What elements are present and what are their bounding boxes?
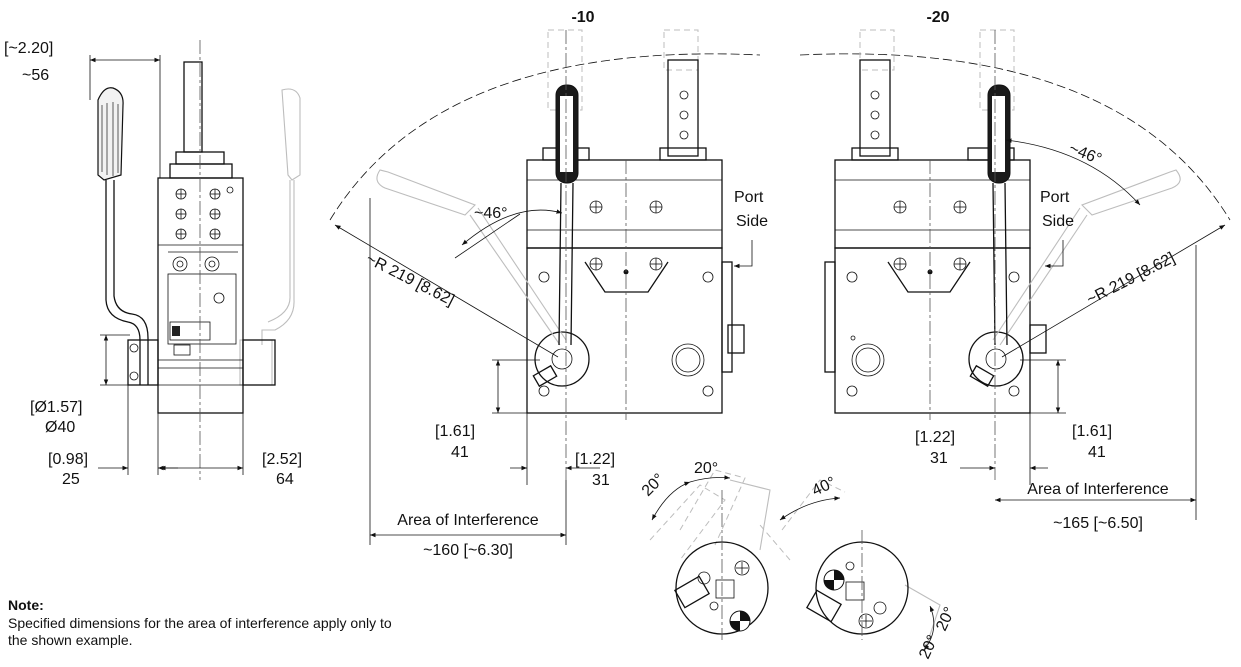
view-20-offset-mm: 31 (930, 450, 948, 467)
side-width-in: [2.52] (262, 451, 302, 468)
view-10-height-mm: 41 (451, 444, 469, 461)
view-10-port-line2: Side (736, 213, 768, 230)
detail-b-angle-3: 20° (916, 633, 942, 662)
detail-b-angle-1: 40° (810, 474, 839, 500)
view-20-port-line2: Side (1042, 213, 1074, 230)
detail-b-angle-2: 20° (933, 605, 959, 634)
view-20-area-value: ~165 [~6.50] (1053, 515, 1143, 532)
view-20-radius: ~R 219 [8.62] (1084, 250, 1178, 309)
side-bore-mm: Ø40 (45, 419, 75, 436)
side-shaft-mm: 25 (62, 471, 80, 488)
note-title: Note: (8, 597, 44, 613)
side-handle-offset-in: [~2.20] (4, 40, 53, 57)
view-20-area-label: Area of Interference (1027, 481, 1169, 498)
view-10-title: -10 (571, 9, 594, 26)
view-10-height-in: [1.61] (435, 423, 475, 440)
side-handle-offset-mm: ~56 (22, 67, 49, 84)
view-20-offset-in: [1.22] (915, 429, 955, 446)
view-20-height-mm: 41 (1088, 444, 1106, 461)
detail-a-angle-2: 20° (694, 460, 718, 477)
view-10-radius: ~R 219 [8.62] (363, 250, 457, 309)
view-10-area-value: ~160 [~6.30] (423, 542, 513, 559)
view-20-height-in: [1.61] (1072, 423, 1112, 440)
detail-a-angle-1: 20° (639, 471, 668, 500)
view-20-port-line1: Port (1040, 189, 1070, 206)
detail-a: 20° 20° (639, 460, 771, 640)
view-10-area-label: Area of Interference (397, 512, 539, 529)
view-10: ~R 219 [8.62] ~46° Port Side [1.61] 41 [… (329, 29, 768, 559)
view-20-angle: ~46° (1067, 140, 1104, 168)
view-20-title: -20 (926, 9, 949, 26)
side-shaft-in: [0.98] (48, 451, 88, 468)
side-width-mm: 64 (276, 471, 294, 488)
view-10-port-line1: Port (734, 189, 764, 206)
view-10-offset-mm: 31 (592, 472, 610, 489)
view-10-angle: ~46° (474, 205, 508, 222)
side-bore-in: [Ø1.57] (30, 399, 82, 416)
note-body: Specified dimensions for the area of int… (8, 615, 392, 648)
side-view: [~2.20] ~56 [Ø1.57] Ø40 [0.98] 25 [2.52]… (4, 40, 302, 488)
view-20: ~R 219 [8.62] ~46° Port Side [1.61] 41 [… (799, 29, 1231, 532)
detail-b: 40° 20° 20° (759, 474, 959, 662)
view-10-offset-in: [1.22] (575, 451, 615, 468)
